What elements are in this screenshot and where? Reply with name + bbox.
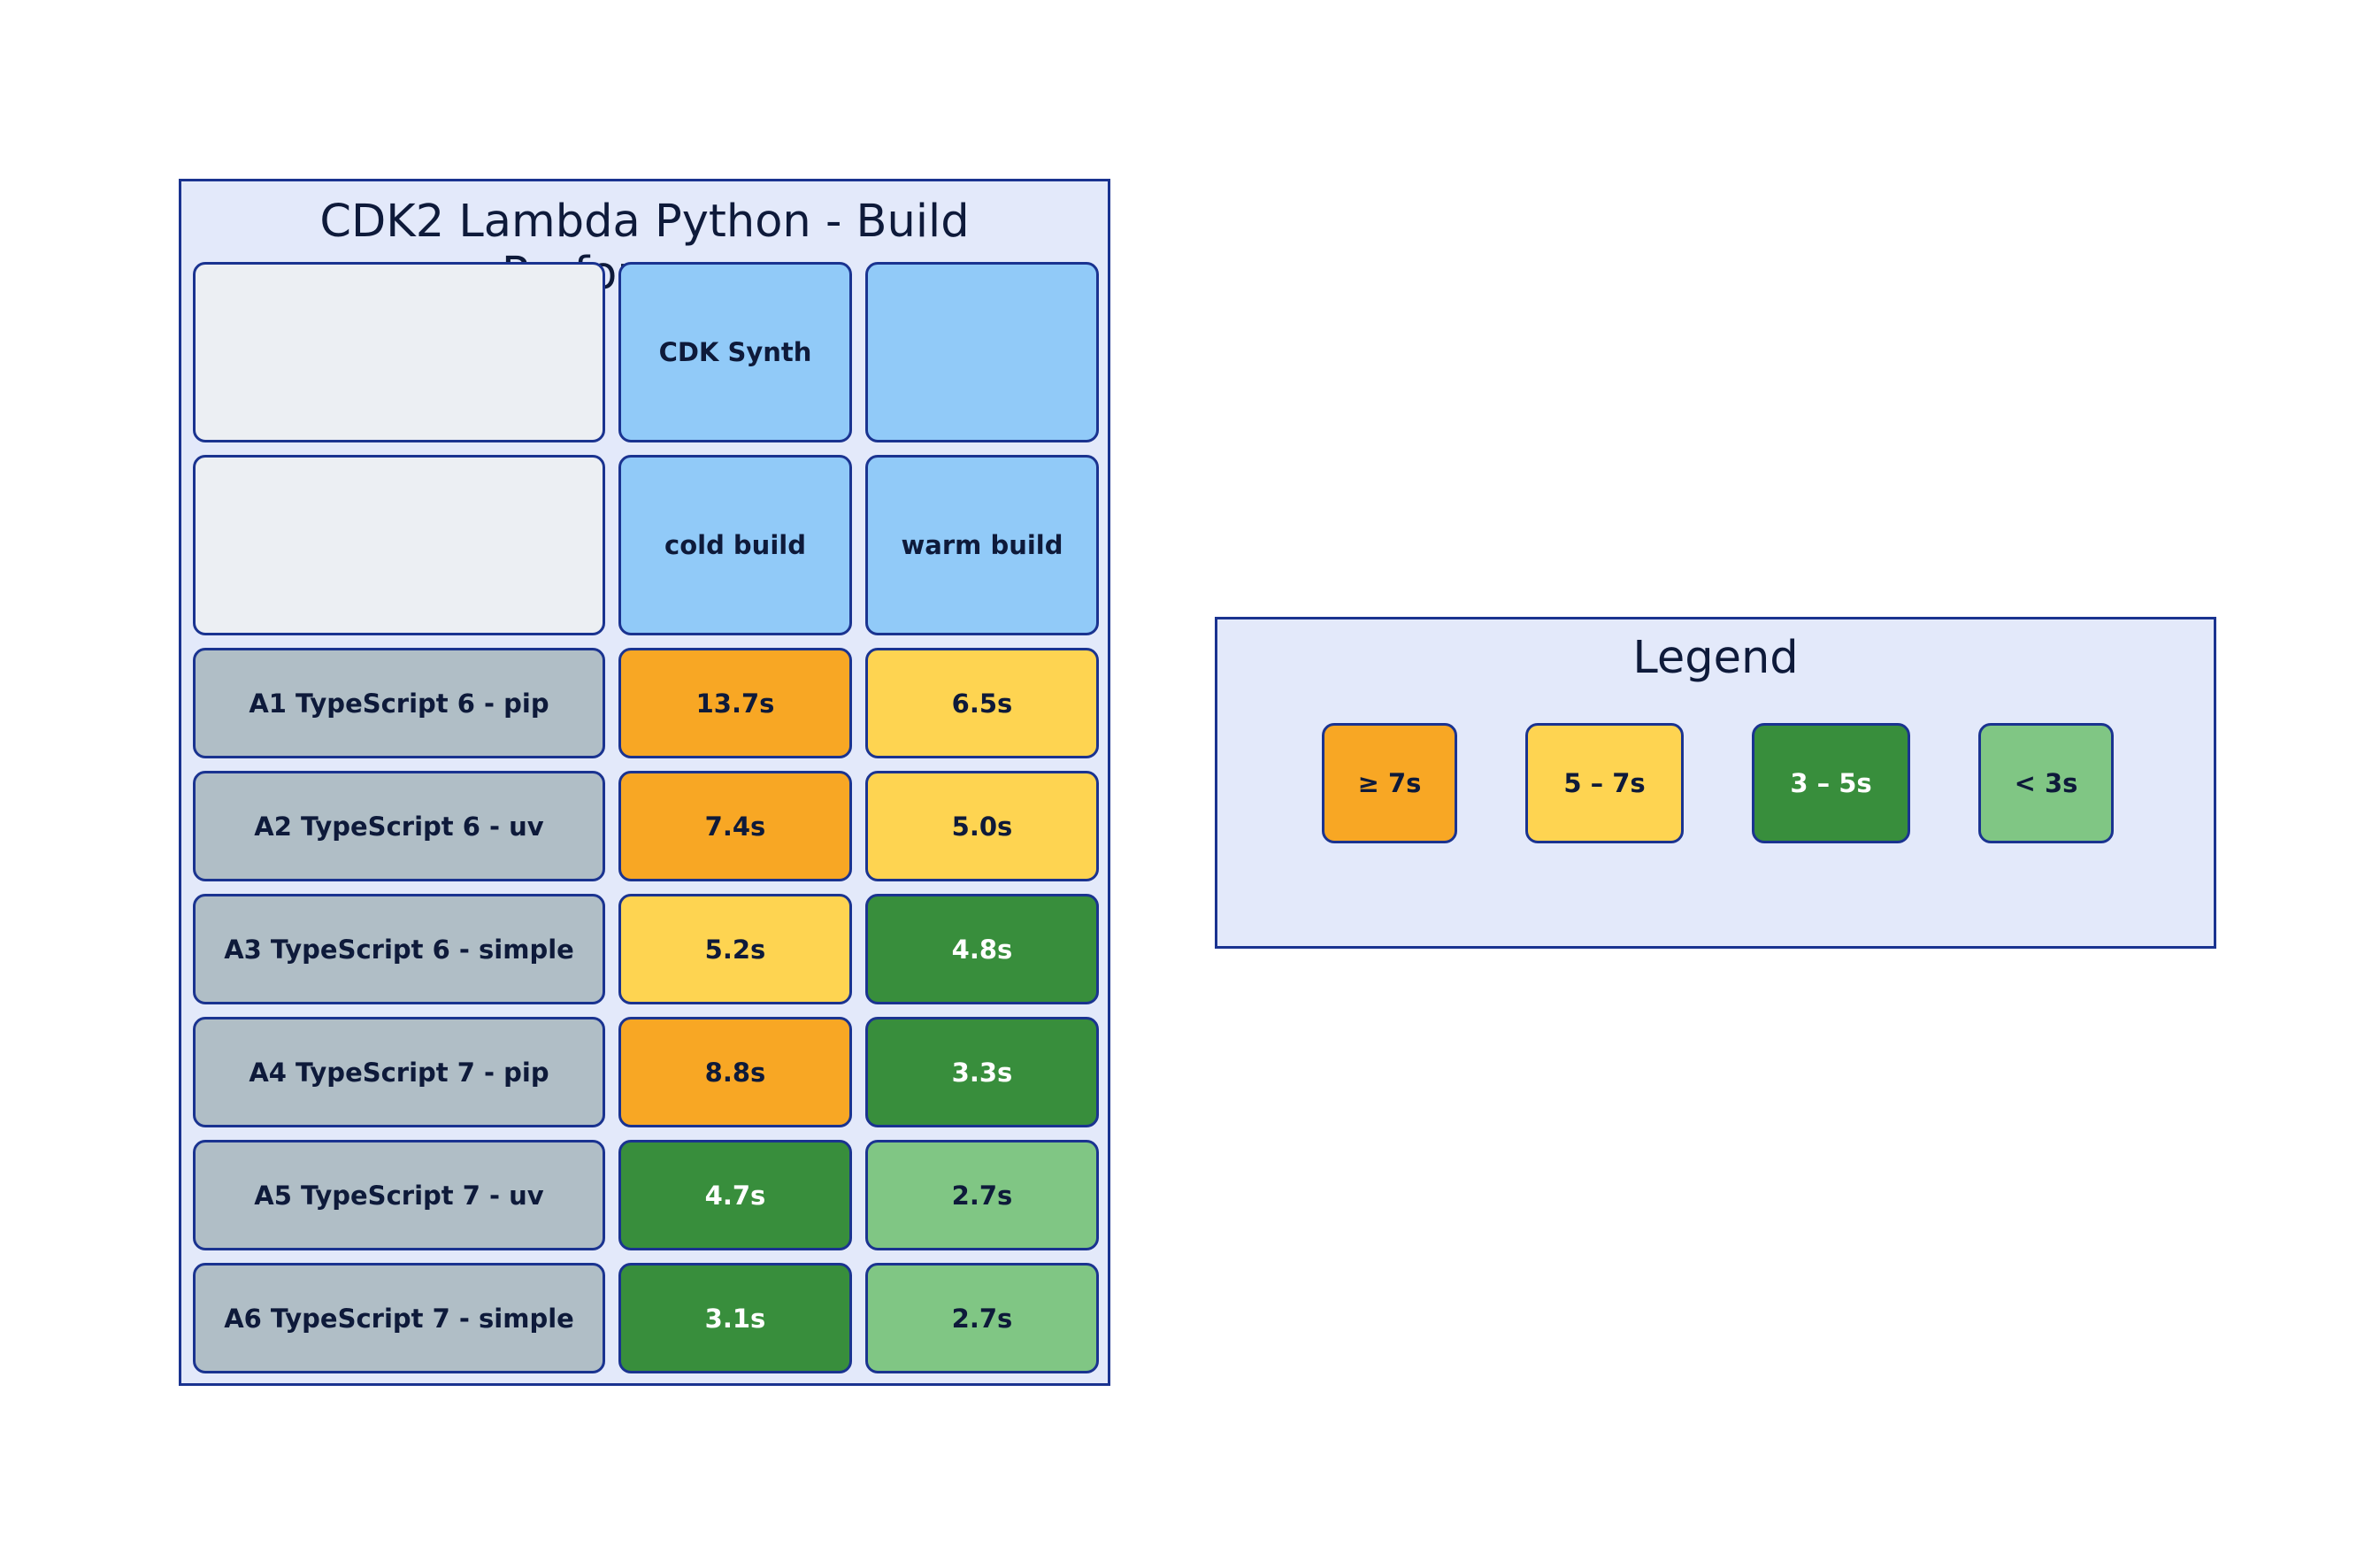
warm-build-value: 6.5s [865,648,1099,758]
cold-build-value: 13.7s [618,648,852,758]
performance-table-panel: CDK2 Lambda Python - Build Performance C… [179,179,1110,1386]
cold-build-value: 8.8s [618,1017,852,1127]
column-header-warm-build: warm build [865,455,1099,635]
legend-item-3-5s: 3 – 5s [1752,723,1910,843]
legend-title: Legend [1632,632,1799,684]
legend-item-under-3s: < 3s [1978,723,2114,843]
cold-build-value: 5.2s [618,894,852,1004]
row-label: A4 TypeScript 7 - pip [193,1017,605,1127]
cold-build-value: 4.7s [618,1140,852,1250]
corner-cell-top [193,262,605,442]
legend-panel: Legend ≥ 7s 5 – 7s 3 – 5s < 3s [1215,617,2216,949]
row-label: A1 TypeScript 6 - pip [193,648,605,758]
header-group-cdk-synth: CDK Synth [618,262,852,442]
warm-build-value: 2.7s [865,1140,1099,1250]
warm-build-value: 4.8s [865,894,1099,1004]
cold-build-value: 3.1s [618,1263,852,1373]
legend-item-5-7s: 5 – 7s [1525,723,1684,843]
corner-cell-bottom [193,455,605,635]
cold-build-value: 7.4s [618,771,852,881]
row-label: A6 TypeScript 7 - simple [193,1263,605,1373]
row-label: A2 TypeScript 6 - uv [193,771,605,881]
column-header-cold-build: cold build [618,455,852,635]
row-label: A5 TypeScript 7 - uv [193,1140,605,1250]
warm-build-value: 5.0s [865,771,1099,881]
row-label: A3 TypeScript 6 - simple [193,894,605,1004]
warm-build-value: 2.7s [865,1263,1099,1373]
header-group-spacer [865,262,1099,442]
warm-build-value: 3.3s [865,1017,1099,1127]
legend-item-7s-plus: ≥ 7s [1322,723,1457,843]
